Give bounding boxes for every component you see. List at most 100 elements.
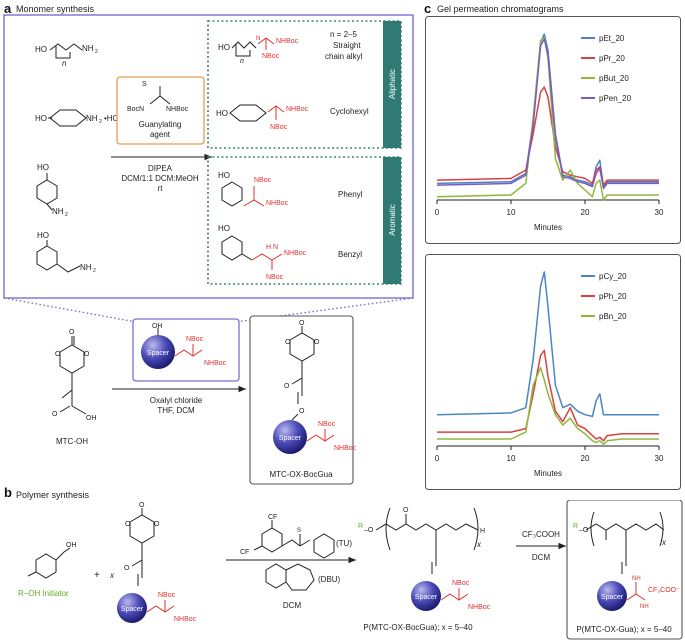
initiator-label: R–OH Initiator: [18, 589, 69, 598]
aromatic-tab: [383, 157, 401, 284]
svg-text:NHBoc: NHBoc: [284, 250, 307, 257]
guanylating-agent-label-2: agent: [150, 130, 171, 139]
dbu-catalyst: [265, 563, 315, 591]
mtc-ox-bocgua-box: [249, 315, 354, 485]
svg-text:OH: OH: [152, 323, 163, 330]
svg-text:NBoc: NBoc: [266, 274, 284, 281]
panel-b-letter: b: [4, 485, 12, 500]
aliphatic-tab-label: Aliphatic: [388, 69, 397, 99]
svg-text:O: O: [314, 339, 320, 346]
svg-text:O: O: [52, 411, 58, 418]
svg-text:n: n: [240, 58, 244, 65]
svg-text:N: N: [256, 36, 260, 42]
svg-text:2: 2: [93, 268, 96, 274]
mtc-oh-label: MTC-OH: [56, 437, 88, 446]
svg-text:Spacer: Spacer: [121, 606, 144, 613]
panel-b-scheme: OH R–OH Initiator + x O O O O Spacer NBo…: [18, 500, 683, 640]
svg-text:Spacer: Spacer: [415, 594, 438, 601]
svg-text:NH: NH: [640, 604, 649, 610]
legend-label-pBut_20: pBut_20: [599, 74, 629, 83]
svg-text:2: 2: [95, 49, 98, 55]
counterion: CF₃COO⁻: [648, 587, 680, 594]
legend-label-pPh_20: pPh_20: [599, 292, 627, 301]
guanylating-agent-label: Guanylating: [139, 120, 182, 129]
spacer-sphere-monomer: [117, 593, 147, 623]
svg-text:NH: NH: [52, 207, 64, 216]
svg-text:Cyclohexyl: Cyclohexyl: [330, 107, 369, 116]
hydroxybenzylamine-structure: HO NH 2: [36, 231, 96, 274]
svg-text:x: x: [661, 538, 667, 547]
cond-thf: THF, DCM: [157, 406, 195, 415]
svg-text:(TU): (TU): [336, 539, 352, 548]
svg-text:2: 2: [99, 119, 102, 125]
cond-oxalyl: Oxalyl chloride: [150, 396, 203, 405]
spacer-sphere-polymer1: [411, 581, 441, 611]
svg-text:Benzyl: Benzyl: [338, 250, 362, 259]
svg-text:S: S: [142, 81, 147, 88]
svg-text:O: O: [403, 507, 409, 514]
x-tick-label: 10: [507, 454, 516, 463]
svg-text:O: O: [285, 339, 291, 346]
svg-text:NBoc: NBoc: [262, 53, 280, 60]
mtc-oh-structure: [59, 336, 87, 415]
series-line-pCy_20: [436, 271, 659, 418]
straight-chain-product: HO: [218, 41, 257, 57]
legend-label-pCy_20: pCy_20: [599, 272, 627, 281]
svg-text:O: O: [139, 502, 145, 509]
phenyl-product: HO: [218, 171, 243, 207]
svg-text:NH: NH: [632, 576, 641, 582]
svg-text:O: O: [154, 521, 160, 528]
svg-text:NHBoc: NHBoc: [204, 360, 227, 367]
svg-text:HO: HO: [218, 171, 230, 180]
svg-text:Spacer: Spacer: [279, 435, 302, 442]
svg-text:HO: HO: [37, 163, 49, 172]
svg-text:NBoc: NBoc: [270, 124, 288, 131]
svg-text:O: O: [124, 565, 130, 572]
x-tick-label: 30: [655, 454, 664, 463]
guanyl-nhboc: NHBoc: [166, 106, 189, 113]
polymer1-label: P(MTC-OX-BocGua); x = 5–40: [363, 623, 473, 632]
svg-text:NBoc: NBoc: [254, 177, 272, 184]
svg-text:S: S: [297, 528, 301, 534]
legend-label-pPr_20: pPr_20: [599, 54, 625, 63]
svg-text:CF: CF: [240, 549, 249, 556]
panel-c-letter: c: [424, 1, 432, 16]
spacer-sphere-2: [273, 420, 307, 454]
svg-text:NHBoc: NHBoc: [266, 200, 289, 207]
legend-label-pPen_20: pPen_20: [599, 94, 632, 103]
svg-text:+: +: [94, 570, 100, 581]
guanylating-agent-box: [116, 76, 205, 145]
series-line-pBut_20: [436, 36, 659, 201]
svg-text:x: x: [109, 571, 115, 580]
svg-text:R: R: [358, 523, 363, 530]
spacer-sphere-polymer2: [597, 581, 627, 611]
svg-text:DCM: DCM: [532, 553, 551, 562]
svg-text:HO: HO: [216, 109, 228, 118]
benzyl-product: HO: [218, 224, 253, 261]
svg-text:NH: NH: [86, 114, 98, 123]
svg-text:(DBU): (DBU): [318, 575, 341, 584]
spacer-sphere-1: [141, 335, 175, 369]
panel-a-letter: a: [4, 1, 12, 16]
svg-text:CF: CF: [268, 514, 277, 521]
aminophenol-structure: HO NH 2: [36, 163, 68, 218]
svg-text:OH: OH: [86, 415, 97, 422]
panel-a-scheme: HO NH 2 n HO NH 2 •HCl HO NH 2 HO NH 2 S…: [3, 14, 414, 485]
x-tick-label: 20: [581, 208, 590, 217]
svg-text:NBoc: NBoc: [318, 421, 336, 428]
x-axis-label: Minutes: [534, 223, 562, 232]
svg-text:Spacer: Spacer: [147, 350, 170, 357]
svg-text:DCM: DCM: [283, 601, 302, 610]
svg-text:chain alkyl: chain alkyl: [325, 52, 363, 61]
svg-text:HO: HO: [37, 231, 49, 240]
panel-b-title: Polymer synthesis: [16, 490, 90, 500]
aliphatic-box: [207, 20, 402, 149]
aromatic-box: [207, 156, 402, 285]
panel-c-title: Gel permeation chromatograms: [437, 4, 564, 14]
svg-text:O: O: [299, 408, 305, 415]
series-line-pPh_20: [437, 349, 659, 442]
svg-text:NHBoc: NHBoc: [276, 38, 299, 45]
x-tick-label: 0: [435, 208, 440, 217]
svg-text:OH: OH: [66, 542, 77, 549]
